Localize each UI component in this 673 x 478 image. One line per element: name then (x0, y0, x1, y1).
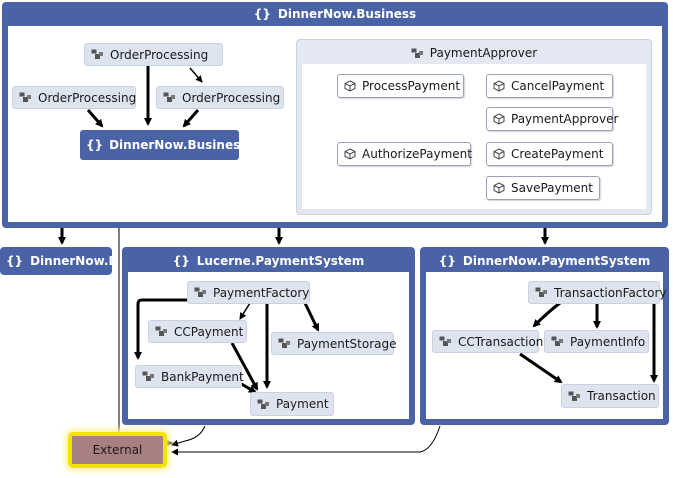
module-icon (535, 287, 548, 298)
module-icon (163, 92, 176, 103)
module-orderprocessing-left[interactable]: OrderProcessing (12, 86, 136, 109)
namespace-title-data: {} DinnerNow.Data (6, 251, 140, 271)
module-ccpayment[interactable]: CCPayment (148, 320, 247, 343)
class-cube-icon (493, 80, 505, 92)
class-cube-icon (344, 148, 356, 160)
braces-icon: {} (6, 254, 24, 268)
module-icon (411, 48, 424, 59)
module-label: OrderProcessing (38, 90, 137, 105)
class-cube-icon (493, 182, 505, 194)
namespace-label: DinnerNow.Business (277, 7, 417, 21)
class-cube-icon (344, 80, 356, 92)
namespace-label: DinnerNow.PaymentSystem (462, 254, 651, 268)
module-payment[interactable]: Payment (250, 392, 334, 416)
module-icon (194, 287, 207, 298)
module-paymentinfo[interactable]: PaymentInfo (544, 330, 649, 353)
class-createpayment[interactable]: CreatePayment (486, 142, 613, 166)
module-icon (551, 336, 564, 347)
module-icon (278, 338, 291, 349)
class-label: SavePayment (511, 181, 593, 195)
group-title-paymentapprover: PaymentApprover (296, 44, 652, 62)
module-cctransaction[interactable]: CCTransaction (432, 330, 543, 353)
namespace-title-paymentsystem: {} DinnerNow.PaymentSystem (420, 251, 669, 271)
braces-icon: {} (86, 138, 104, 152)
class-label: ProcessPayment (362, 79, 461, 93)
module-paymentfactory[interactable]: PaymentFactory (187, 281, 310, 304)
module-label: Payment (276, 397, 329, 411)
module-label: OrderProcessing (110, 47, 209, 62)
module-icon (257, 399, 270, 410)
module-icon (142, 371, 155, 382)
external-label: External (92, 443, 143, 457)
module-label: OrderProcessing (182, 90, 281, 105)
module-icon (439, 336, 452, 347)
namespace-title-business: {} DinnerNow.Business (2, 4, 668, 24)
module-label: PaymentFactory (213, 285, 310, 300)
module-label: PaymentStorage (297, 336, 397, 351)
class-savepayment[interactable]: SavePayment (486, 176, 600, 200)
module-icon (568, 391, 581, 402)
module-transaction[interactable]: Transaction (561, 384, 659, 408)
module-orderprocessing-top[interactable]: OrderProcessing (84, 43, 223, 66)
module-icon (19, 92, 32, 103)
class-paymentapprover[interactable]: PaymentApprover (486, 107, 618, 131)
namespace-dinnernow-data[interactable] (0, 247, 112, 275)
module-label: PaymentInfo (570, 334, 646, 349)
braces-icon: {} (253, 7, 271, 21)
external-node[interactable]: External (68, 432, 167, 468)
class-processpayment[interactable]: ProcessPayment (337, 74, 464, 98)
class-label: CreatePayment (511, 147, 604, 161)
class-cancelpayment[interactable]: CancelPayment (486, 74, 613, 98)
module-label: CCPayment (174, 324, 244, 339)
module-orderprocessing-right[interactable]: OrderProcessing (156, 86, 284, 109)
class-label: AuthorizePayment (362, 147, 472, 161)
arrow-lucerne-to-external (171, 425, 206, 447)
namespace-label: Lucerne.PaymentSystem (196, 254, 365, 268)
class-label: PaymentApprover (511, 112, 619, 126)
module-label: TransactionFactory (554, 285, 667, 300)
module-paymentstorage[interactable]: PaymentStorage (271, 332, 397, 355)
module-icon (155, 326, 168, 337)
module-label: CCTransaction (458, 334, 544, 349)
braces-icon: {} (172, 254, 190, 268)
class-cube-icon (493, 113, 505, 125)
class-authorizepayment[interactable]: AuthorizePayment (337, 142, 472, 166)
module-label: BankPayment (161, 369, 244, 384)
namespace-dinnernow-business-data[interactable]: {} DinnerNow.Business.Data (80, 130, 284, 160)
namespace-label: DinnerNow.Data (30, 254, 141, 268)
module-bankpayment[interactable]: BankPayment (135, 365, 244, 388)
namespace-title-lucerne: {} Lucerne.PaymentSystem (122, 251, 415, 271)
module-label: Transaction (587, 389, 656, 403)
namespace-label: DinnerNow.Business.Data (109, 138, 284, 152)
class-label: CancelPayment (511, 79, 605, 93)
class-cube-icon (493, 148, 505, 160)
module-icon (91, 49, 104, 60)
group-label: PaymentApprover (429, 46, 538, 60)
arrow-paymentsystem-to-external (171, 425, 441, 456)
module-transactionfactory[interactable]: TransactionFactory (528, 281, 666, 304)
braces-icon: {} (438, 254, 456, 268)
